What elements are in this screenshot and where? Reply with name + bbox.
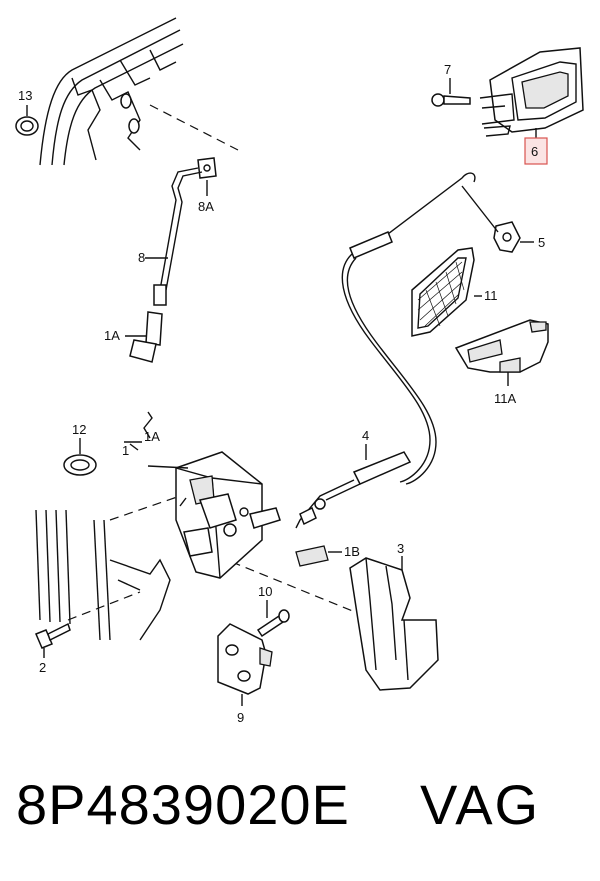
part-13-grommet: 13 (15, 88, 39, 136)
door-frame-top (39, 17, 239, 166)
exploded-parts-diagram: 13 8A 8 1A 6 7 (15, 17, 584, 725)
part-6-inner-handle: 6 (479, 47, 584, 165)
part-8a-clip: 8A (197, 157, 217, 214)
callout-11: 11 (484, 288, 498, 303)
part-11-seal: 11 (411, 247, 498, 337)
callout-1a-rod: 1A (104, 328, 120, 343)
part-4-cable: 4 (295, 428, 412, 529)
callout-2: 2 (39, 660, 46, 675)
part-9-striker-plate: 9 (217, 623, 273, 725)
callout-5: 5 (538, 235, 545, 250)
part-3-cover: 3 (349, 541, 439, 691)
part-number-text: 8P4839020E (16, 773, 350, 836)
callout-3: 3 (397, 541, 404, 556)
callout-1: 1 (122, 443, 129, 458)
part-5-clip: 5 (493, 221, 545, 253)
callout-11a: 11A (494, 391, 516, 406)
callout-7: 7 (444, 62, 451, 77)
callout-6: 6 (531, 144, 538, 159)
callout-4: 4 (362, 428, 369, 443)
part-1-door-lock: 1 1A (122, 411, 281, 579)
callout-12: 12 (72, 422, 86, 437)
part-8-rod: 8 (138, 167, 203, 306)
part-10-screw: 10 (256, 584, 290, 638)
part-11a-bracket: 11A (454, 319, 549, 406)
handle-cable (341, 172, 499, 485)
part-12-grommet: 12 (63, 422, 97, 476)
part-2-screw: 2 (35, 622, 71, 675)
callout-10: 10 (258, 584, 272, 599)
part-7-screw: 7 (431, 62, 471, 107)
callout-6-highlight (524, 137, 548, 165)
door-frame-bottom (35, 495, 361, 641)
callout-8: 8 (138, 250, 145, 265)
part-1b-pad: 1B (295, 544, 360, 567)
callout-8a: 8A (198, 199, 214, 214)
brand-text: VAG (420, 773, 541, 836)
callout-9: 9 (237, 710, 244, 725)
callout-1a: 1A (144, 429, 160, 444)
callout-13: 13 (18, 88, 32, 103)
part-1a-connector: 1A (104, 311, 163, 363)
callout-1b: 1B (344, 544, 360, 559)
